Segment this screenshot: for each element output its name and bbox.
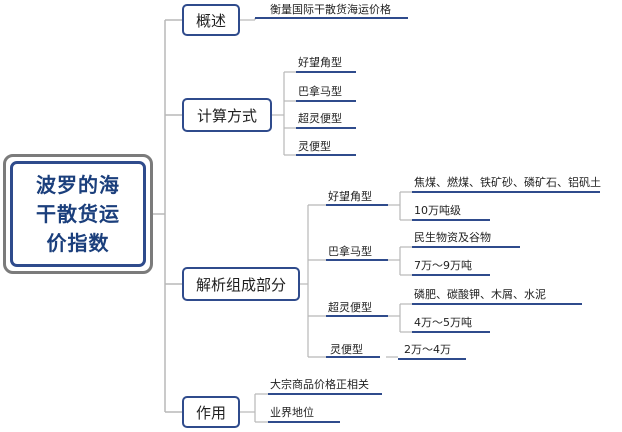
- root-title: 波罗的海干散货运价指数: [36, 172, 120, 255]
- analysis-node[interactable]: 解析组成部分: [182, 267, 300, 301]
- usage-item-status: 业界地位: [270, 406, 314, 419]
- calc-label: 计算方式: [196, 106, 257, 125]
- group-panamax-name: 巴拿马型: [328, 245, 372, 258]
- overview-label: 概述: [195, 11, 226, 30]
- calc-item-capesize: 好望角型: [298, 56, 342, 69]
- usage-item-correlation: 大宗商品价格正相关: [270, 378, 369, 391]
- group-handysize-size: 2万～4万: [404, 343, 451, 356]
- calc-item-supramax: 超灵便型: [298, 112, 342, 125]
- group-capesize-size: 10万吨级: [414, 204, 461, 217]
- group-capesize-cargo: 焦煤、燃煤、铁矿砂、磷矿石、铝矾土: [414, 176, 601, 189]
- group-supramax-cargo: 磷肥、碳酸钾、木屑、水泥: [414, 288, 546, 301]
- group-capesize-name: 好望角型: [328, 190, 372, 203]
- calc-item-panamax: 巴拿马型: [298, 85, 342, 98]
- group-supramax-name: 超灵便型: [328, 301, 372, 314]
- usage-label: 作用: [195, 403, 226, 422]
- analysis-label: 解析组成部分: [195, 275, 286, 294]
- group-panamax-cargo: 民生物资及谷物: [414, 231, 491, 244]
- group-supramax-size: 4万～5万吨: [414, 316, 472, 329]
- group-handysize-name: 灵便型: [330, 343, 363, 356]
- group-panamax-size: 7万～9万吨: [414, 259, 472, 272]
- usage-node[interactable]: 作用: [182, 396, 240, 428]
- overview-node[interactable]: 概述: [182, 4, 240, 36]
- calc-item-handysize: 灵便型: [298, 140, 331, 153]
- root-node-inner: 波罗的海干散货运价指数: [10, 161, 146, 267]
- overview-item: 衡量国际干散货海运价格: [270, 3, 391, 16]
- calc-node[interactable]: 计算方式: [182, 98, 272, 132]
- root-node[interactable]: 波罗的海干散货运价指数: [3, 154, 153, 274]
